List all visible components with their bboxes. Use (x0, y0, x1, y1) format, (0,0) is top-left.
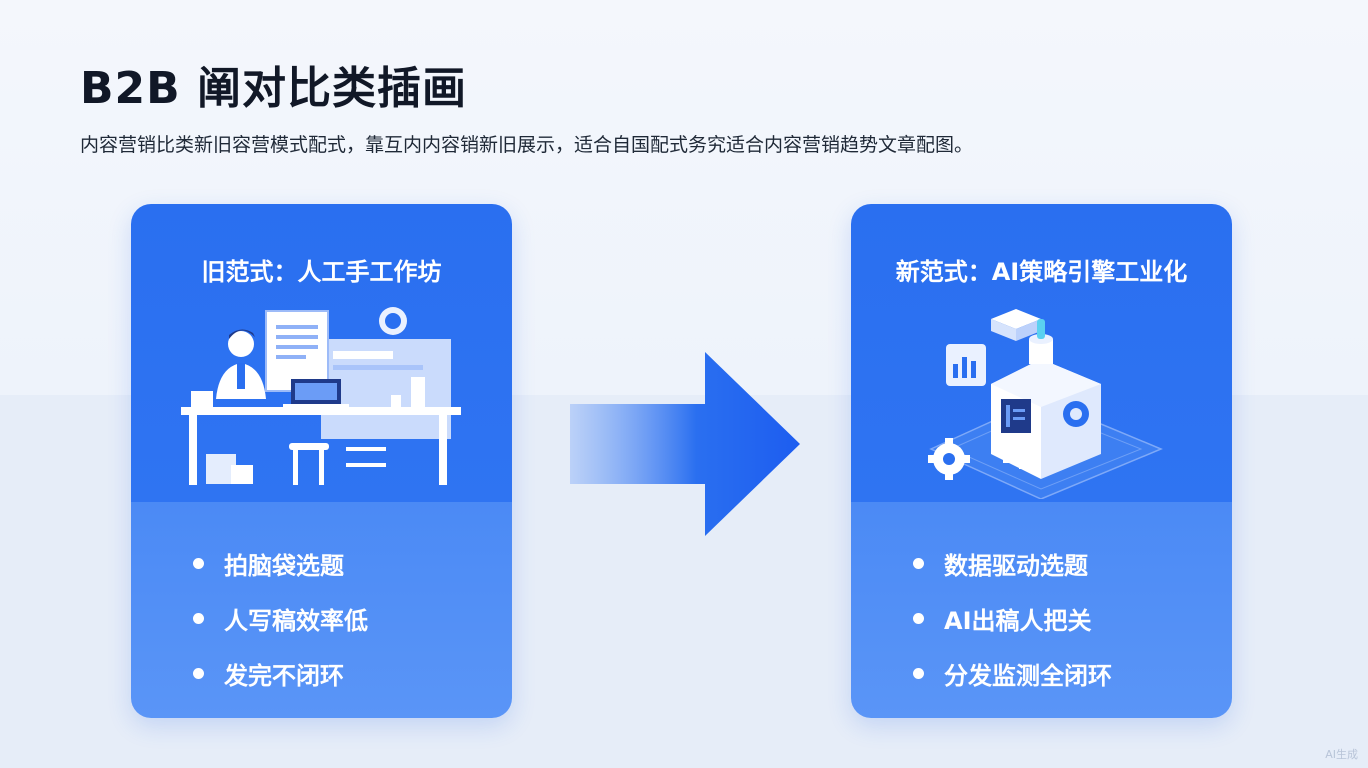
old-card-title: 旧范式：人工手工作坊 (201, 258, 442, 286)
new-card-bullet-list: 数据驱动选题 AI出稿人把关 分发监测全闭环 (913, 536, 1112, 701)
list-item: 数据驱动选题 (913, 536, 1112, 591)
old-card-bullet-list: 拍脑袋选题 人写稿效率低 发完不闭环 (193, 536, 368, 701)
watermark-label: AI生成 (1325, 748, 1358, 761)
list-item: 人写稿效率低 (193, 591, 368, 646)
old-paradigm-card: 旧范式：人工手工作坊 (131, 204, 512, 718)
new-card-title: 新范式：AI策略引擎工业化 (895, 258, 1188, 286)
list-item: 拍脑袋选题 (193, 536, 368, 591)
bullet-dot (913, 613, 924, 624)
ai-engine-machine-icon (928, 309, 1163, 499)
page-title: B2B 阐对比类插画 (80, 63, 468, 114)
bullet-dot (193, 558, 204, 569)
list-item: 发完不闭环 (193, 646, 368, 701)
new-paradigm-card: 新范式：AI策略引擎工业化 (851, 204, 1232, 718)
page-subtitle: 内容营销比类新旧容营模式配式，靠互内内容销新旧展示，适合自国配式务究适合内容营销… (80, 134, 974, 156)
bullet-dot (193, 668, 204, 679)
list-item: AI出稿人把关 (913, 591, 1112, 646)
bullet-dot (193, 613, 204, 624)
list-item: 分发监测全闭环 (913, 646, 1112, 701)
right-arrow-icon (570, 352, 800, 536)
bullet-dot (913, 668, 924, 679)
manual-office-desk-icon (181, 307, 461, 485)
bullet-dot (913, 558, 924, 569)
